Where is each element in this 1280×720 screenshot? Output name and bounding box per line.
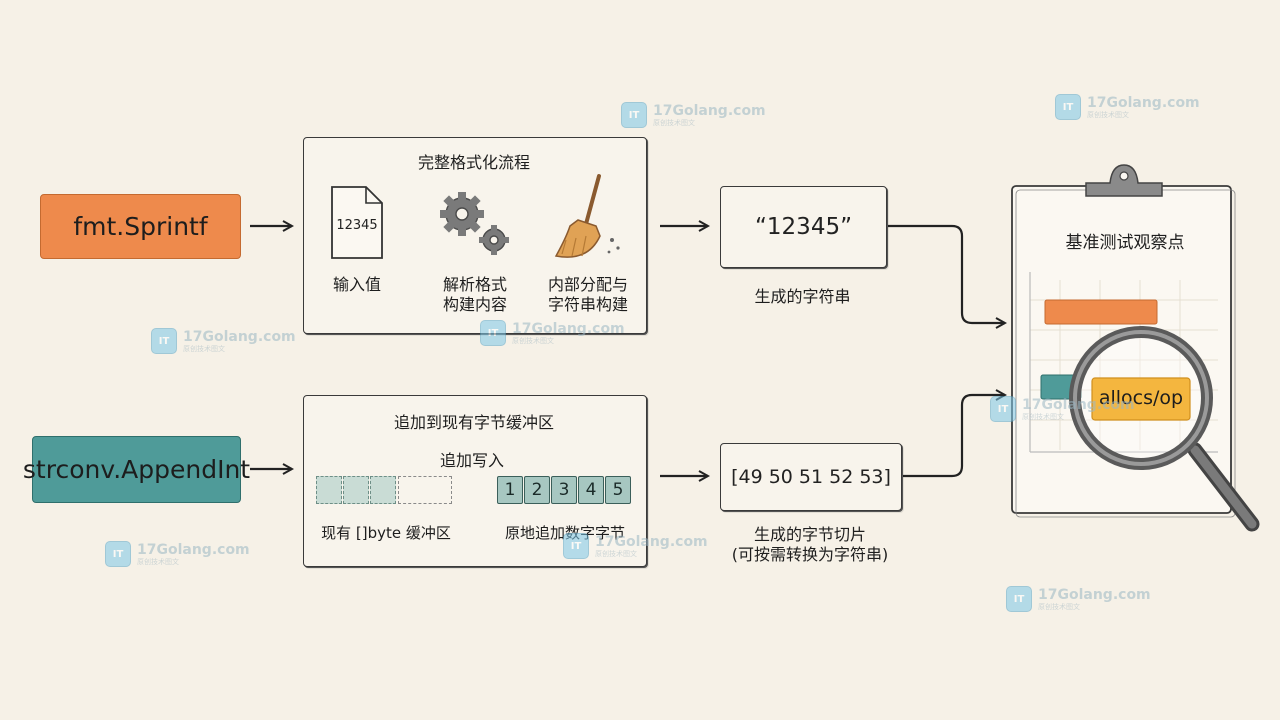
existing-buffer-cell	[316, 476, 342, 504]
gears-icon	[440, 192, 509, 255]
step-parse-label-2: 构建内容	[442, 295, 507, 314]
watermark-logo-icon: IT	[105, 541, 131, 567]
connector-result1-to-board	[888, 224, 1005, 323]
broom-icon	[554, 174, 620, 258]
digit-byte-cell: 2	[524, 476, 550, 504]
digit-byte-cell: 5	[605, 476, 631, 504]
connector-result2-to-board	[888, 395, 1005, 478]
append-write-label: 追加写入	[439, 451, 504, 470]
watermark-logo-icon: IT	[990, 396, 1016, 422]
digit-byte-cell: 4	[578, 476, 604, 504]
existing-buffer-cell	[343, 476, 369, 504]
benchmark-bar-sprintf	[1044, 299, 1158, 325]
func-sprintf-box: fmt.Sprintf	[40, 194, 241, 259]
existing-buffer	[316, 476, 452, 504]
benchmark-title: 基准测试观察点	[1065, 233, 1185, 253]
watermark-logo-icon: IT	[563, 533, 589, 559]
appended-bytes: 1 2 3 4 5	[497, 476, 637, 504]
string-result-box: “12345”	[720, 186, 887, 268]
existing-buffer-cell	[370, 476, 396, 504]
string-result-value: “12345”	[755, 214, 852, 240]
document-icon	[331, 186, 383, 259]
byte-slice-caption-2: (可按需转换为字符串)	[731, 545, 889, 564]
byte-slice-caption-1: 生成的字节切片	[753, 525, 866, 544]
byte-slice-result-box: [49 50 51 52 53]	[720, 443, 902, 511]
func-appendint-label: strconv.AppendInt	[22, 455, 251, 484]
sprintf-process-title: 完整格式化流程	[417, 153, 530, 172]
step-parse-label-1: 解析格式	[442, 275, 507, 294]
step-alloc-label-2: 字符串构建	[547, 295, 628, 314]
byte-slice-result-value: [49 50 51 52 53]	[731, 466, 891, 488]
existing-buffer-free-space	[398, 476, 452, 504]
watermark-logo-icon: IT	[621, 102, 647, 128]
watermark-logo-icon: IT	[480, 320, 506, 346]
step-input-label: 输入值	[332, 275, 381, 294]
existing-buffer-label: 现有 []byte 缓冲区	[321, 524, 451, 542]
digit-byte-cell: 3	[551, 476, 577, 504]
appendint-process-title: 追加到现有字节缓冲区	[393, 413, 554, 432]
allocs-per-op-label: allocs/op	[1098, 387, 1184, 409]
digit-byte-cell: 1	[497, 476, 523, 504]
watermark-logo-icon: IT	[151, 328, 177, 354]
step-alloc-label-1: 内部分配与	[547, 275, 628, 294]
func-sprintf-label: fmt.Sprintf	[73, 212, 208, 241]
watermark-logo-icon: IT	[1055, 94, 1081, 120]
string-result-caption: 生成的字符串	[754, 287, 851, 306]
doc-value: 12345	[336, 218, 378, 233]
func-appendint-box: strconv.AppendInt	[23, 436, 250, 503]
watermark-logo-icon: IT	[1006, 586, 1032, 612]
